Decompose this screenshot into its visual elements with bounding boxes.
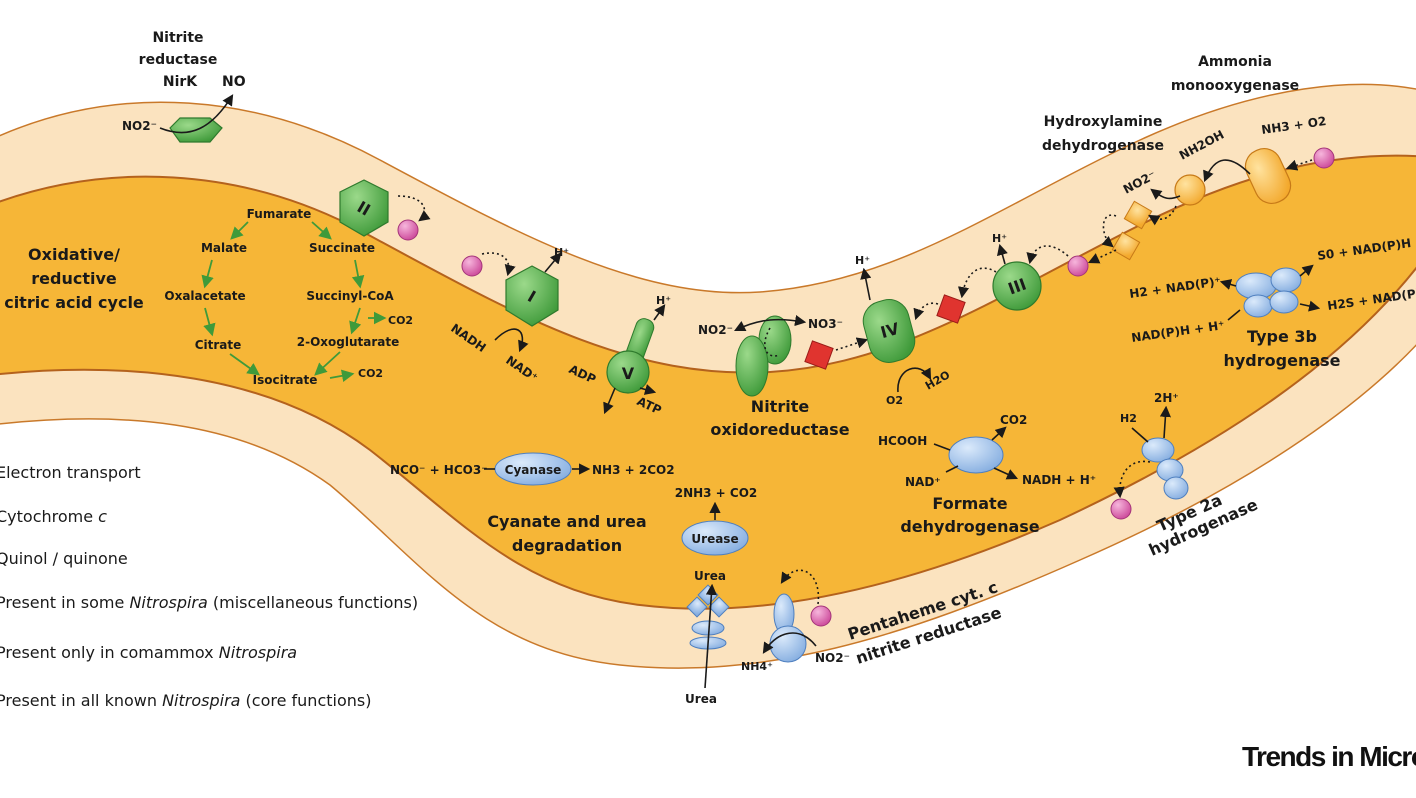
complex-v-label: V [622, 364, 635, 383]
complex-ii: II [339, 179, 431, 241]
quinol-i [461, 255, 483, 277]
legend: Electron transport Cytochrome c Quinol /… [0, 463, 418, 710]
complex-iv-icon [862, 299, 916, 363]
no2-nirk-label: NO2⁻ [122, 119, 157, 133]
nxr-label-2: oxidoreductase [710, 420, 849, 439]
formate-dh-icon [948, 436, 1004, 474]
no-label: NO [222, 74, 246, 90]
quinol-nrf [810, 605, 832, 627]
complex-iv-label: IV [879, 319, 902, 342]
hao-label-1: Hydroxylamine [1044, 114, 1163, 130]
malate-label: Malate [201, 241, 247, 255]
urease-enzyme-icon [681, 520, 749, 556]
no2-nxr-label: NO2⁻ [698, 323, 733, 337]
no2-nrf-label: NO2⁻ [815, 651, 850, 665]
cyanate-urea-group: NCO⁻ + HCO3⁻ Cyanase NH3 + 2CO2 Cyanate … [390, 452, 758, 706]
cyanate-eq-right: NH3 + 2CO2 [592, 463, 675, 477]
legend-item-electron-transport: Electron transport [0, 463, 141, 482]
h2-2a-label: H2 [1120, 412, 1137, 425]
h-plus-i: H⁺ [554, 246, 569, 259]
urea-out-label: Urea [685, 692, 717, 706]
cyt-c-red-1 [804, 340, 834, 370]
urea-in-label: Urea [694, 569, 726, 583]
urease-label: Urease [691, 532, 738, 546]
quinol-2a [1110, 498, 1132, 520]
legend-item-quinol: Quinol / quinone [0, 549, 128, 568]
citrate-label: Citrate [195, 338, 242, 352]
nh4-label: NH4⁺ [741, 660, 773, 673]
h-plus-v: H⁺ [656, 294, 671, 307]
amo-label-1: Ammonia [1198, 54, 1272, 70]
nirk-label-1: Nitrite [152, 30, 203, 46]
succinyl-coa-label: Succinyl-CoA [306, 289, 394, 303]
nadh-fdh-label: NADH + H⁺ [1022, 473, 1096, 487]
two-h-label: 2H⁺ [1154, 391, 1179, 405]
co2-b-label: CO2 [358, 367, 383, 380]
complex-v-icon [606, 350, 650, 394]
legend-item-cytochrome: Cytochrome c [0, 507, 107, 526]
oxalacetate-label: Oxalacetate [164, 289, 245, 303]
complex-iv: IV H⁺ O2 H2O [855, 254, 966, 407]
complex-i-icon [505, 265, 559, 327]
formate-dh-label-2: dehydrogenase [900, 517, 1039, 536]
cyanase-label: Cyanase [505, 463, 562, 477]
nxr-subunit-b [735, 335, 769, 397]
fumarate-label: Fumarate [247, 207, 312, 221]
quinol-amo [1313, 147, 1335, 169]
cyt-c-red-2 [936, 294, 966, 324]
type3b-label-1: Type 3b [1247, 327, 1317, 346]
type2a-subunit-3 [1163, 476, 1189, 500]
nxr-group: NO2⁻ NO3⁻ Nitrite oxidoreductase [698, 315, 869, 439]
legend-item-some-nitrospira: Present in some Nitrospira (miscellaneou… [0, 593, 418, 612]
no3-nxr-label: NO3⁻ [808, 317, 843, 331]
cyanate-urea-label-1: Cyanate and urea [487, 512, 646, 531]
nirk-label-3: NirK [163, 74, 198, 90]
nxr-label-1: Nitrite [751, 397, 810, 416]
quinol-ii [397, 219, 419, 241]
h-plus-iv: H⁺ [855, 254, 870, 267]
co2-a-label: CO2 [388, 314, 413, 327]
legend-item-core: Present in all known Nitrospira (core fu… [0, 691, 371, 710]
quinol-iii [1067, 255, 1089, 277]
oxoglutarate-label: 2-Oxoglutarate [297, 335, 400, 349]
complex-iii-icon [992, 261, 1042, 311]
co2-fdh-label: CO2 [1000, 413, 1027, 427]
nad-fdh-label: NAD⁺ [905, 475, 941, 489]
brand-logo: Trends in Micro [1242, 741, 1416, 772]
cycle-label-3: citric acid cycle [4, 293, 144, 312]
hcooh-label: HCOOH [878, 434, 927, 448]
nirk-label-2: reductase [139, 52, 218, 68]
nh3-co2-label: 2NH3 + CO2 [675, 486, 758, 500]
formate-dh-group: HCOOH CO2 NAD⁺ NADH + H⁺ Formate dehydro… [878, 413, 1096, 536]
citric-acid-cycle: Oxidative/ reductive citric acid cycle F… [4, 207, 413, 387]
amo-label-2: monooxygenase [1171, 78, 1299, 94]
type3b-subunit-4 [1269, 290, 1299, 314]
type3b-subunit-2 [1270, 267, 1302, 293]
complex-iii: III H⁺ [957, 232, 1089, 311]
type3b-label-2: hydrogenase [1223, 351, 1340, 370]
complex-iii-label: III [1006, 274, 1029, 298]
nrf-subunit-b [769, 625, 807, 663]
cyt-c-orange-1 [1123, 200, 1153, 230]
type2a-subunit-1 [1141, 437, 1175, 463]
legend-item-comammox: Present only in comammox Nitrospira [0, 643, 297, 662]
complex-ii-icon [339, 179, 389, 237]
succinate-label: Succinate [309, 241, 375, 255]
isocitrate-label: Isocitrate [253, 373, 318, 387]
nirk-group: Nitrite reductase NirK NO NO2⁻ [122, 30, 246, 143]
cycle-label-2: reductive [31, 269, 117, 288]
amo-enzyme-icon [1244, 148, 1292, 204]
cyanate-urea-label-2: degradation [512, 536, 622, 555]
cytoplasm [0, 154, 1416, 610]
hao-enzyme-icon [1174, 174, 1206, 206]
h-plus-iii: H⁺ [992, 232, 1007, 245]
cycle-label-1: Oxidative/ [28, 245, 120, 264]
formate-dh-label-1: Formate [932, 494, 1007, 513]
cyt-c-orange-2 [1111, 231, 1141, 261]
type3b-subunit-3 [1243, 294, 1273, 318]
hao-label-2: dehydrogenase [1042, 138, 1164, 154]
o2-label: O2 [886, 394, 903, 407]
cyanate-eq-left: NCO⁻ + HCO3⁻ [390, 463, 488, 477]
